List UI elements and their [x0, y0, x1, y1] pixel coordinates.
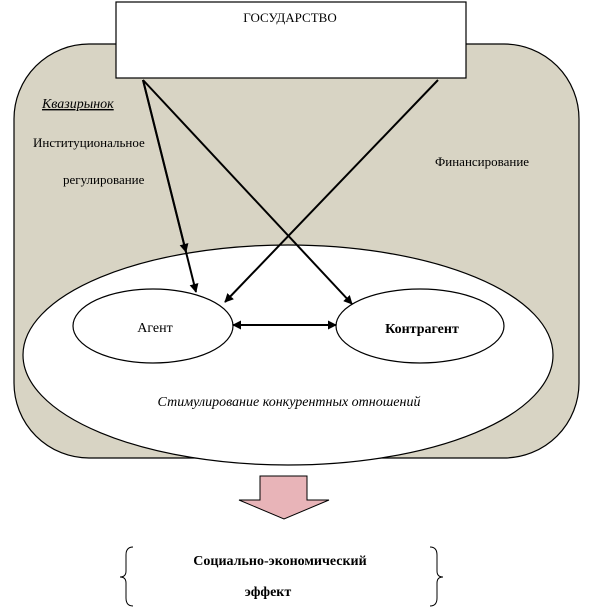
regulation-arrow-counteragent [142, 79, 353, 305]
effect-label-line1: Социально-экономический [193, 554, 366, 569]
state-label: ГОСУДАРСТВО [243, 10, 336, 25]
regulation-arrow-agent-2 [142, 79, 199, 293]
quasi-market-label: Квазирынок [41, 97, 114, 112]
institutional-label-line2: регулирование [63, 172, 145, 187]
competition-caption: Стимулирование конкурентных отношений [158, 395, 421, 410]
effect-label-line2: эффект [245, 585, 292, 600]
institutional-label-line1: Институциональное [33, 135, 145, 150]
right-brace [429, 546, 444, 607]
state-box [115, 1, 467, 79]
financing-arrow-agent [224, 79, 439, 303]
counteragent-label: Контрагент [385, 322, 459, 337]
result-arrow [238, 475, 330, 520]
agent-label: Агент [137, 321, 173, 336]
financing-label: Финансирование [435, 154, 529, 169]
left-brace [119, 546, 134, 607]
